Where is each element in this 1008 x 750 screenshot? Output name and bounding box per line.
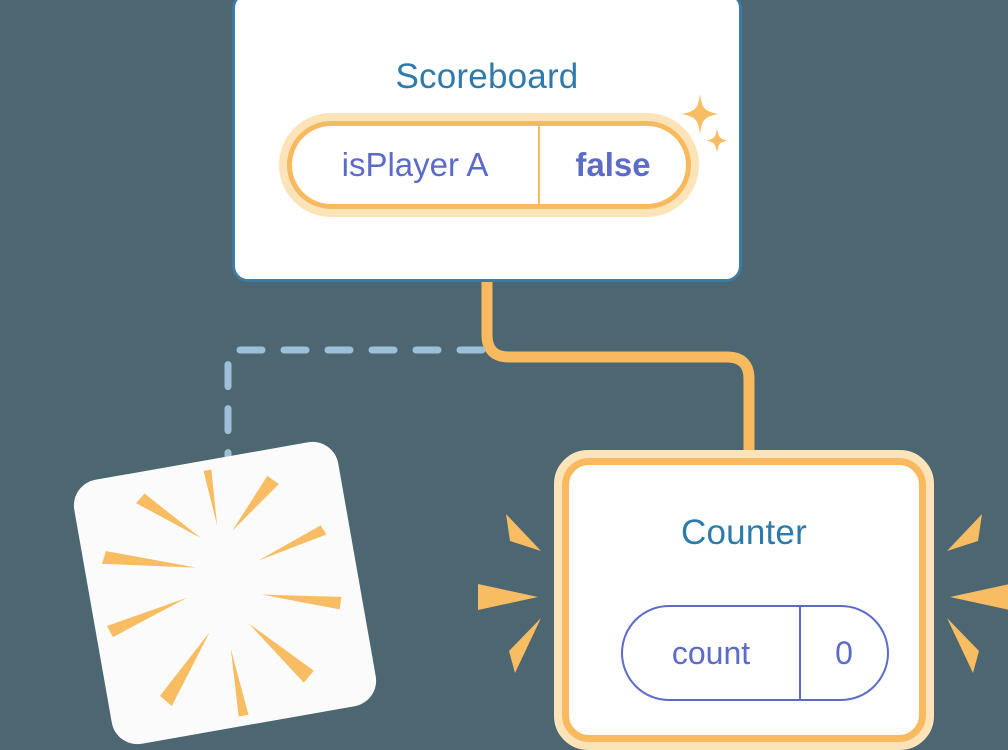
connector-scoreboard-to-square (224, 346, 486, 474)
counter-state-value: 0 (835, 634, 853, 671)
node-card-counter[interactable]: Counter count 0 (554, 450, 934, 750)
scoreboard-title: Scoreboard (395, 57, 579, 96)
scoreboard-state-value: false (575, 146, 651, 183)
scoreboard-state-key: isPlayer A (292, 126, 540, 204)
burst-card (69, 437, 381, 749)
counter-state-pill[interactable]: count 0 (621, 605, 889, 701)
counter-state-key: count (623, 607, 801, 699)
radial-burst-icon (102, 469, 342, 717)
connector-scoreboard-to-counter (481, 277, 755, 476)
scoreboard-state-pill[interactable]: isPlayer A false (279, 113, 699, 217)
counter-title: Counter (681, 513, 807, 552)
node-card-scoreboard[interactable]: Scoreboard isPlayer A false (232, 0, 742, 282)
